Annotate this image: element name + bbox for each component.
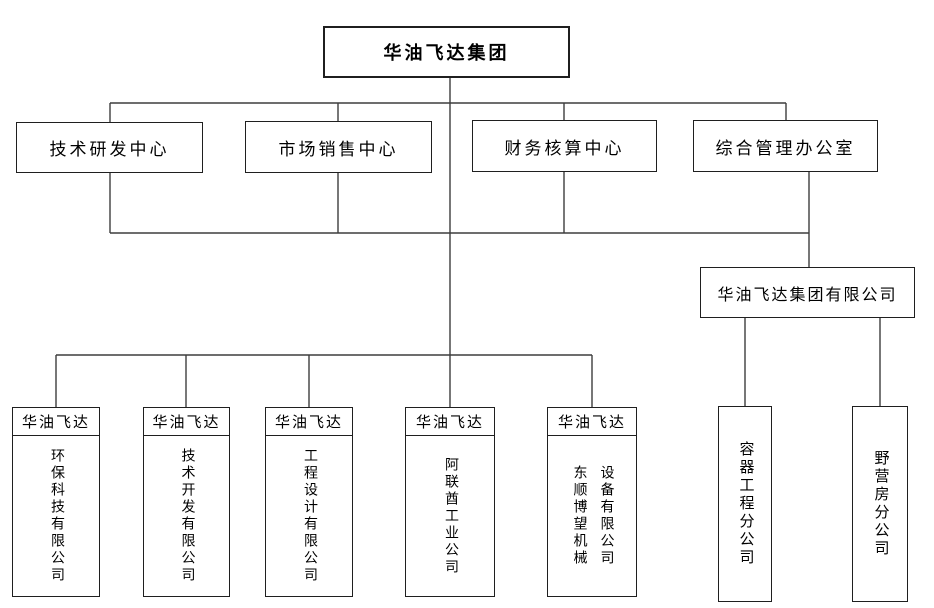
subsidiary-body: 技术开发有限公司 (144, 436, 229, 596)
subsidiary-name-column: 东顺博望机械 (571, 465, 587, 567)
org-node-label: 财务核算中心 (504, 138, 625, 158)
branch-name: 容器工程分公司 (737, 441, 754, 567)
subsidiary-body: 工程设计有限公司 (266, 436, 352, 596)
org-node-subsidiary-engineering-design: 华油飞达 工程设计有限公司 (265, 407, 353, 597)
subsidiary-name: 阿联酋工业公司 (443, 456, 458, 576)
subsidiary-name: 技术开发有限公司 (179, 448, 195, 584)
subsidiary-header: 华油飞达 (266, 408, 352, 436)
org-node-subsidiary-environmental-tech: 华油飞达 环保科技有限公司 (12, 407, 100, 597)
org-node-root-label: 华油飞达集团 (383, 43, 510, 63)
org-node-label: 综合管理办公室 (715, 138, 856, 158)
subsidiary-name: 环保科技有限公司 (49, 448, 64, 584)
org-node-market-sales-center: 市场销售中心 (245, 121, 432, 173)
org-node-admin-office: 综合管理办公室 (693, 120, 878, 172)
subsidiary-name: 工程设计有限公司 (302, 448, 317, 584)
org-node-subsidiary-machinery-equipment: 华油飞达 东顺博望机械 设备有限公司 (547, 407, 637, 597)
subsidiary-body: 东顺博望机械 设备有限公司 (548, 436, 636, 596)
org-node-subsidiary-uae-industrial: 华油飞达 阿联酋工业公司 (405, 407, 495, 597)
org-node-finance-center: 财务核算中心 (472, 120, 657, 172)
subsidiary-header: 华油飞达 (406, 408, 494, 436)
org-node-root: 华油飞达集团 (323, 26, 570, 78)
subsidiary-body: 阿联酋工业公司 (406, 436, 494, 596)
org-node-tech-rd-center: 技术研发中心 (16, 122, 203, 173)
org-node-subsidiary-tech-development: 华油飞达 技术开发有限公司 (143, 407, 230, 597)
subsidiary-header: 华油飞达 (548, 408, 636, 436)
subsidiary-header: 华油飞达 (144, 408, 229, 436)
org-node-branch-container-engineering: 容器工程分公司 (718, 406, 772, 602)
org-node-label: 技术研发中心 (49, 140, 170, 159)
org-node-label: 华油飞达集团有限公司 (717, 286, 898, 304)
org-node-group-company: 华油飞达集团有限公司 (700, 267, 915, 318)
org-node-label: 市场销售中心 (278, 139, 399, 159)
subsidiary-header: 华油飞达 (13, 408, 99, 436)
branch-name: 野营房分公司 (872, 450, 889, 558)
subsidiary-body: 环保科技有限公司 (13, 436, 99, 596)
subsidiary-name-column: 设备有限公司 (598, 465, 614, 567)
org-node-branch-camp-house: 野营房分公司 (852, 406, 908, 602)
